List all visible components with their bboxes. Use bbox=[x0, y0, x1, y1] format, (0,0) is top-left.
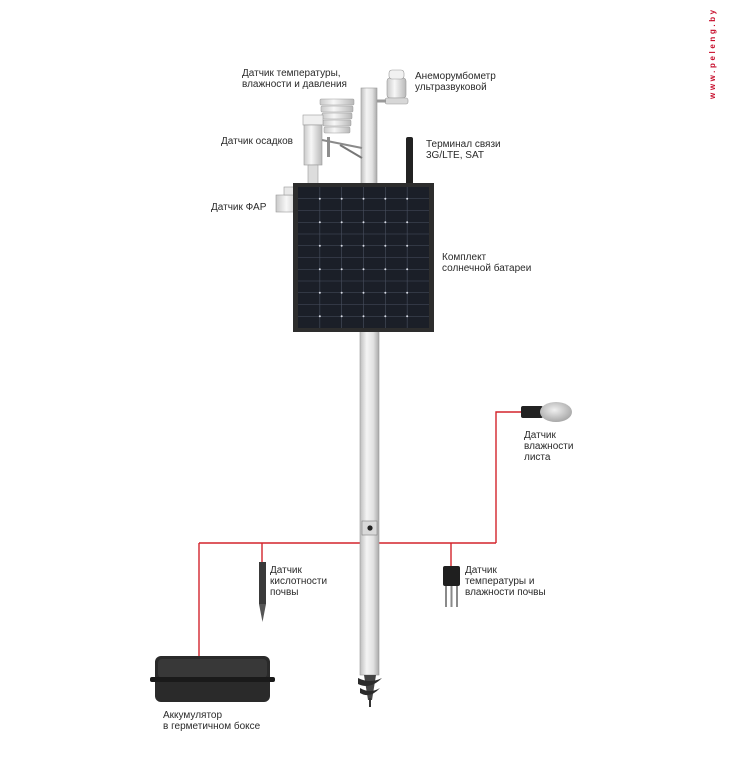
label-precipitation: Датчик осадков bbox=[221, 136, 293, 147]
label-solar-kit: Комплект солнечной батареи bbox=[442, 252, 532, 274]
cable-to-leaf-sensor bbox=[495, 411, 522, 543]
label-terminal: Терминал связи 3G/LTE, SAT bbox=[426, 139, 501, 161]
solar-panel-icon bbox=[293, 183, 434, 332]
label-thp-sensor: Датчик температуры, влажности и давления bbox=[242, 68, 347, 90]
leaf-wetness-sensor-icon bbox=[521, 402, 572, 422]
main-pole bbox=[358, 87, 382, 707]
battery-box-icon bbox=[150, 656, 275, 702]
label-soil-acidity: Датчик кислотности почвы bbox=[270, 565, 328, 598]
terminal-antenna-icon bbox=[406, 137, 413, 193]
label-leaf-wetness: Датчик влажности листа bbox=[524, 430, 574, 463]
label-anemometer: Анеморумбометр ультразвуковой bbox=[415, 71, 496, 93]
soil-probe-icon bbox=[443, 566, 460, 607]
acidity-probe-icon bbox=[259, 562, 266, 622]
precipitation-sensor-icon bbox=[302, 114, 363, 186]
thp-sensor-icon bbox=[319, 98, 363, 159]
label-par-sensor: Датчик ФАР bbox=[211, 202, 267, 213]
label-soil-temp-moisture: Датчик температуры и влажности почвы bbox=[465, 565, 546, 598]
anemometer-icon bbox=[377, 69, 409, 105]
label-battery: Аккумулятор в герметичном боксе bbox=[163, 710, 261, 732]
